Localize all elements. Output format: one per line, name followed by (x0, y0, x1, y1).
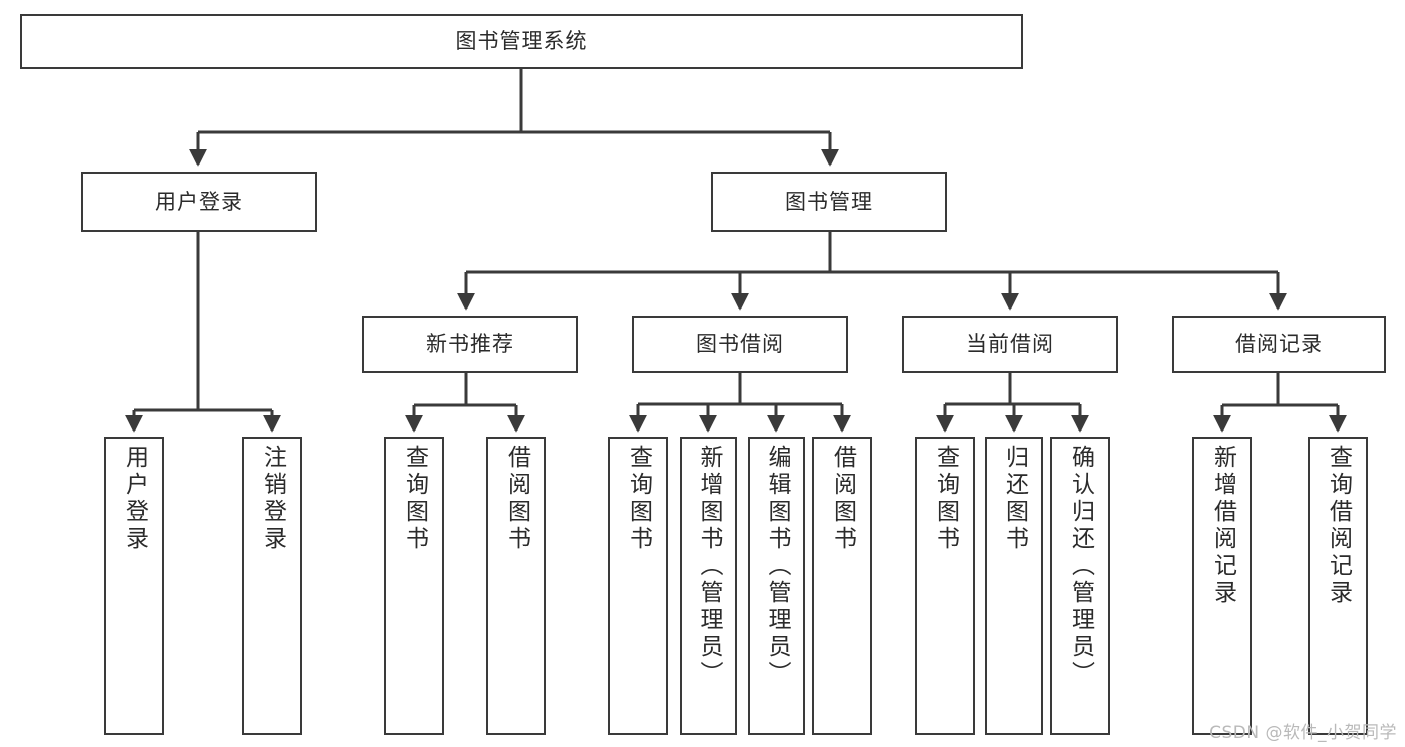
node-label: 用户登录 (155, 189, 243, 214)
leaf-record-query-record[interactable]: 查询借阅记录 (1308, 437, 1368, 735)
node-label: 新书推荐 (426, 332, 514, 356)
node-borrow-record[interactable]: 借阅记录 (1172, 316, 1386, 373)
node-label: 当前借阅 (966, 332, 1054, 356)
node-label: 新增图书（管理员） (696, 445, 722, 688)
node-label: 图书管理系统 (455, 29, 588, 53)
node-new-book-recommend[interactable]: 新书推荐 (362, 316, 578, 373)
node-root-system[interactable]: 图书管理系统 (20, 14, 1023, 69)
node-user-login[interactable]: 用户登录 (81, 172, 317, 232)
leaf-recommend-query-book[interactable]: 查询图书 (384, 437, 444, 735)
node-label: 查询图书 (932, 445, 959, 553)
leaf-user-login-logout[interactable]: 注销登录 (242, 437, 302, 735)
node-label: 注销登录 (259, 445, 286, 553)
leaf-borrow-query-book[interactable]: 查询图书 (608, 437, 668, 735)
node-book-management[interactable]: 图书管理 (711, 172, 947, 232)
leaf-user-login-login[interactable]: 用户登录 (104, 437, 164, 735)
node-label: 图书借阅 (696, 332, 784, 356)
node-label: 查询图书 (401, 445, 428, 553)
node-label: 确认归还（管理员） (1067, 445, 1094, 688)
node-label: 借阅记录 (1235, 332, 1323, 356)
node-current-borrow[interactable]: 当前借阅 (902, 316, 1118, 373)
node-label: 查询图书 (625, 445, 652, 553)
leaf-borrow-add-book-admin[interactable]: 新增图书（管理员） (680, 437, 737, 735)
leaf-record-add-record[interactable]: 新增借阅记录 (1192, 437, 1252, 735)
node-label: 图书管理 (785, 189, 873, 214)
node-label: 用户登录 (121, 445, 148, 553)
node-label: 编辑图书（管理员） (764, 445, 790, 688)
watermark-text: CSDN @软件_小贺同学 (1209, 723, 1397, 743)
node-label: 新增借阅记录 (1209, 445, 1236, 607)
leaf-current-query-book[interactable]: 查询图书 (915, 437, 975, 735)
node-label: 借阅图书 (503, 445, 530, 553)
leaf-current-confirm-return-admin[interactable]: 确认归还（管理员） (1050, 437, 1110, 735)
leaf-recommend-borrow-book[interactable]: 借阅图书 (486, 437, 546, 735)
node-label: 借阅图书 (829, 445, 856, 553)
leaf-borrow-borrow-book[interactable]: 借阅图书 (812, 437, 872, 735)
node-label: 查询借阅记录 (1325, 445, 1352, 607)
node-label: 归还图书 (1001, 445, 1028, 553)
node-book-borrow[interactable]: 图书借阅 (632, 316, 848, 373)
leaf-current-return-book[interactable]: 归还图书 (985, 437, 1043, 735)
leaf-borrow-edit-book-admin[interactable]: 编辑图书（管理员） (748, 437, 805, 735)
